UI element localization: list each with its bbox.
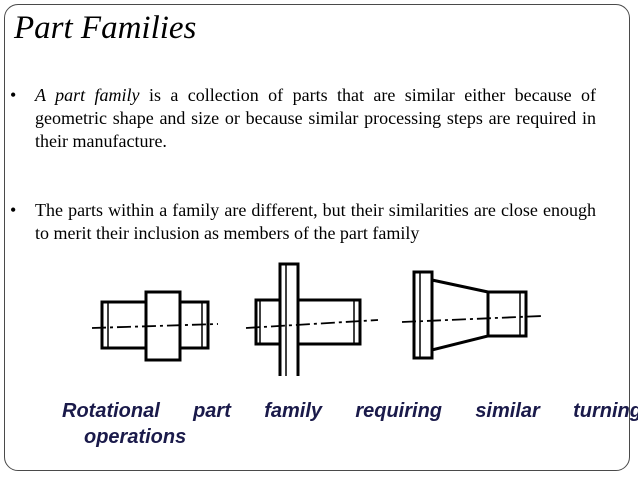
bullet-text: The parts within a family are different,… xyxy=(35,199,596,245)
bullet-text: A part family is a collection of parts t… xyxy=(35,84,596,153)
caption-word: Rotational xyxy=(62,400,160,422)
caption-word: family xyxy=(264,400,323,422)
figure-caption: Rotational part family requiring similar… xyxy=(62,398,638,450)
part-drawing-shaft-collar xyxy=(91,290,219,362)
caption-word: requiring xyxy=(355,400,442,422)
bullet-item-1: • A part family is a collection of parts… xyxy=(10,84,596,153)
slide-title: Part Families xyxy=(14,10,197,46)
bullet-body: is a collection of parts that are simila… xyxy=(35,85,596,151)
bullet-marker: • xyxy=(10,85,17,105)
bullet-body: The parts within a family are different,… xyxy=(35,200,596,243)
part-drawing-tapered-part xyxy=(401,270,543,360)
caption-word: similar xyxy=(475,400,540,422)
part-drawing-flanged-shaft xyxy=(245,262,379,376)
bullet-term: A part family xyxy=(35,85,140,105)
caption-line-1: Rotational part family requiring similar… xyxy=(62,398,638,424)
bullet-item-2: • The parts within a family are differen… xyxy=(10,199,596,245)
slide-frame xyxy=(4,4,630,471)
caption-word: part xyxy=(193,400,231,422)
caption-word: turning xyxy=(573,400,638,422)
part-drawings xyxy=(91,262,543,376)
bullet-marker: • xyxy=(10,200,17,220)
caption-line-2: operations xyxy=(84,426,187,448)
